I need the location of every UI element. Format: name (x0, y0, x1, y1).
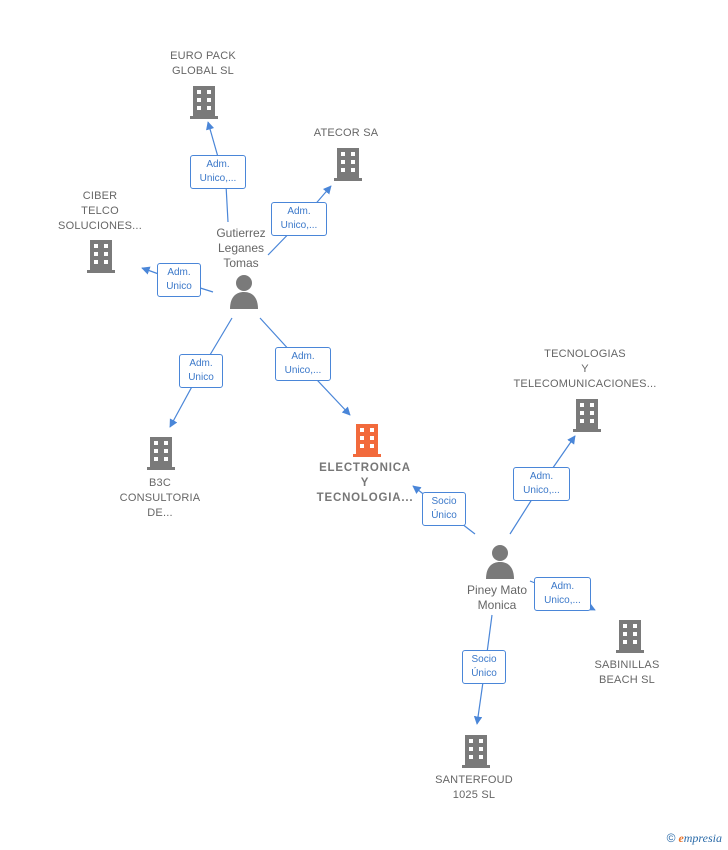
building-icon[interactable] (147, 437, 175, 470)
edge-label[interactable]: Adm. Unico (157, 263, 201, 297)
edge-label[interactable]: Adm. Unico,... (513, 467, 570, 501)
company-label-euro-pack[interactable]: EURO PACK GLOBAL SL (170, 50, 236, 77)
building-focus-icon[interactable] (353, 424, 381, 457)
company-label-electronica[interactable]: ELECTRONICA Y TECNOLOGIA... (316, 462, 414, 504)
building-icon[interactable] (616, 620, 644, 653)
building-icon[interactable] (190, 86, 218, 119)
edge-label[interactable]: Adm. Unico (179, 354, 223, 388)
person-label-gutierrez[interactable]: Gutierrez Leganes Tomas (216, 226, 266, 270)
edge-label[interactable]: Socio Único (422, 492, 466, 526)
edge-label[interactable]: Adm. Unico,... (534, 577, 591, 611)
edge-label[interactable]: Adm. Unico,... (190, 155, 246, 189)
edge-label[interactable]: Socio Único (462, 650, 506, 684)
company-label-santerfoud[interactable]: SANTERFOUD 1025 SL (435, 774, 513, 801)
company-label-sabinillas[interactable]: SABINILLAS BEACH SL (594, 659, 660, 686)
company-label-b3c[interactable]: B3C CONSULTORIA DE... (119, 477, 201, 519)
edge-label[interactable]: Adm. Unico,... (271, 202, 327, 236)
company-label-atecor[interactable]: ATECOR SA (313, 127, 379, 139)
company-label-tecnologias[interactable]: TECNOLOGIAS Y TELECOMUNICACIONES... (513, 348, 657, 390)
brand-name: mpresia (683, 831, 722, 845)
copyright-icon: © (666, 831, 676, 845)
edges (141, 121, 596, 725)
brand-initial: e (678, 831, 684, 845)
person-label-piney[interactable]: Piney Mato Monica (466, 583, 528, 612)
person-icon[interactable] (230, 275, 258, 309)
building-icon[interactable] (334, 148, 362, 181)
company-label-ciber[interactable]: CIBER TELCO SOLUCIONES... (58, 190, 142, 232)
brand-logo: ©empresia (667, 831, 722, 846)
building-icon[interactable] (87, 240, 115, 273)
building-icon[interactable] (462, 735, 490, 768)
edge-label[interactable]: Adm. Unico,... (275, 347, 331, 381)
person-icon[interactable] (486, 545, 514, 579)
building-icon[interactable] (573, 399, 601, 432)
